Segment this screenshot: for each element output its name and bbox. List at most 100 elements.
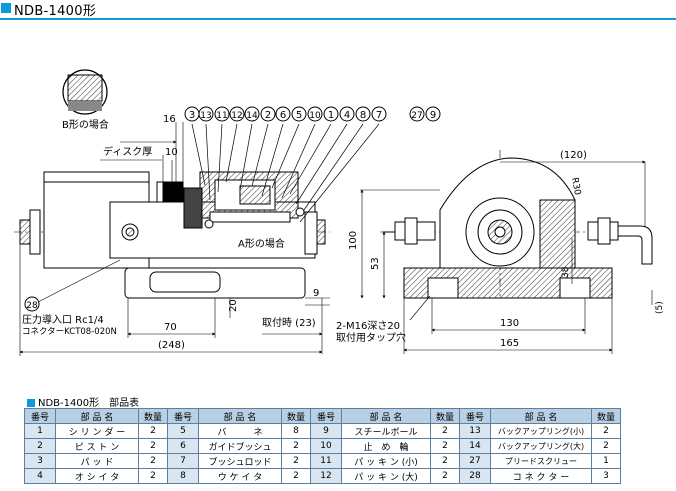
part-number: 4: [24, 468, 56, 484]
tap-hole-label: 2-M16深さ20: [336, 320, 400, 332]
view-b: [380, 150, 653, 299]
svg-text:1: 1: [328, 110, 334, 121]
b-type-label: B形の場合: [62, 118, 109, 131]
dim-20: 20: [228, 299, 239, 312]
parts-title-text: NDB-1400形 部品表: [38, 398, 140, 409]
balloon-11: 11: [214, 106, 230, 122]
balloon-5: 5: [291, 106, 307, 122]
balloon-27: 27: [409, 106, 425, 122]
svg-text:7: 7: [376, 110, 382, 121]
part-28-balloon: 28: [26, 301, 38, 311]
svg-text:3: 3: [189, 110, 195, 121]
dim-120: (120): [560, 150, 587, 161]
svg-text:9: 9: [430, 110, 436, 121]
part-number: 1: [24, 423, 56, 439]
svg-text:14: 14: [246, 111, 258, 121]
part-name: ウ ケ イ タ: [198, 468, 282, 484]
part-number: 9: [310, 423, 342, 439]
part-name: オ シ イ タ: [55, 468, 139, 484]
part-balloons: 3 13 11 12 14 2 6 5 10 1 4 8 7 27 9: [184, 106, 441, 122]
part-qty: 2: [138, 468, 168, 484]
col-header: 部 品 名: [490, 408, 592, 424]
dim-16: 16: [163, 114, 176, 125]
technical-drawing: B形の場合 A形の場合: [14, 69, 665, 356]
col-header: 番号: [310, 408, 342, 424]
col-header: 部 品 名: [55, 408, 139, 424]
svg-text:27: 27: [411, 111, 422, 121]
part-qty: 2: [591, 438, 621, 454]
part-number: 12: [310, 468, 342, 484]
parts-table-title: NDB-1400形 部品表: [27, 394, 139, 409]
part-name: ブッシュロッド: [198, 453, 282, 469]
part-number: 2: [24, 438, 56, 454]
connector-label: コネクターKCT08-020N: [22, 327, 117, 337]
parts-title-marker: [27, 399, 35, 407]
col-header: 部 品 名: [341, 408, 431, 424]
part-number: 28: [459, 468, 491, 484]
dim-5: (5): [655, 301, 665, 314]
part-number: 27: [459, 453, 491, 469]
part-qty: 2: [430, 438, 460, 454]
svg-text:8: 8: [360, 110, 366, 121]
dim-10: 10: [165, 147, 178, 158]
svg-text:11: 11: [216, 111, 227, 121]
part-qty: 2: [281, 438, 311, 454]
svg-text:10: 10: [309, 111, 321, 121]
dim-248: (248): [158, 340, 185, 351]
balloon-12: 12: [229, 106, 245, 122]
part-qty: 3: [591, 468, 621, 484]
part-name: スチールボール: [341, 423, 431, 439]
balloon-14: 14: [244, 106, 260, 122]
col-header: 部 品 名: [198, 408, 282, 424]
part-qty: 2: [281, 453, 311, 469]
part-number: 11: [310, 453, 342, 469]
balloon-7: 7: [371, 106, 387, 122]
dim-r30: R30: [569, 177, 582, 196]
svg-text:2: 2: [265, 110, 271, 121]
part-name: コ ネ ク タ ー: [490, 468, 592, 484]
part-name: パ ッ キ ン (大): [341, 468, 431, 484]
part-number: 14: [459, 438, 491, 454]
view-a-dimensions: 16 ディスク厚 10 9 20 70 取付時 (23) (248): [19, 114, 330, 356]
b-type-detail: B形の場合: [62, 69, 109, 131]
balloon-6: 6: [275, 106, 291, 122]
view-a: A形の場合: [14, 123, 380, 299]
part-name: バックアップリング(大): [490, 438, 592, 454]
dim-165: 165: [500, 338, 519, 349]
dim-70: 70: [164, 322, 177, 333]
disk-thickness-label: ディスク厚: [103, 145, 152, 158]
balloon-13: 13: [198, 106, 214, 122]
part-qty: 2: [138, 423, 168, 439]
col-header: 番号: [459, 408, 491, 424]
part-qty: 2: [281, 468, 311, 484]
a-type-label: A形の場合: [238, 237, 285, 250]
balloon-9: 9: [425, 106, 441, 122]
svg-text:12: 12: [231, 111, 242, 121]
col-header: 数量: [138, 408, 168, 424]
svg-text:5: 5: [296, 110, 302, 121]
part-qty: 8: [281, 423, 311, 439]
svg-text:6: 6: [280, 110, 286, 121]
page-title: NDB-1400形: [14, 4, 97, 19]
part-qty: 1: [591, 453, 621, 469]
part-qty: 2: [430, 453, 460, 469]
part-name: ブリードスクリュー: [490, 453, 592, 469]
part-number: 10: [310, 438, 342, 454]
dim-38: 38: [561, 266, 571, 278]
svg-text:4: 4: [344, 110, 350, 121]
title-bar: NDB-1400形: [0, 0, 676, 20]
part-qty: 2: [430, 423, 460, 439]
part-qty: 2: [138, 438, 168, 454]
dim-100: 100: [348, 231, 359, 250]
tap-hole-label-2: 取付用タップ穴: [336, 331, 406, 344]
part-name: シ リ ン ダ ー: [55, 423, 139, 439]
parts-table-header: 番号 部 品 名 数量 番号 部 品 名 数量 番号 部 品 名 数量 番号 部…: [24, 408, 621, 424]
balloon-8: 8: [355, 106, 371, 122]
part-number: 13: [459, 423, 491, 439]
title-marker: [1, 3, 11, 13]
part-qty: 2: [138, 453, 168, 469]
col-header: 数量: [281, 408, 311, 424]
